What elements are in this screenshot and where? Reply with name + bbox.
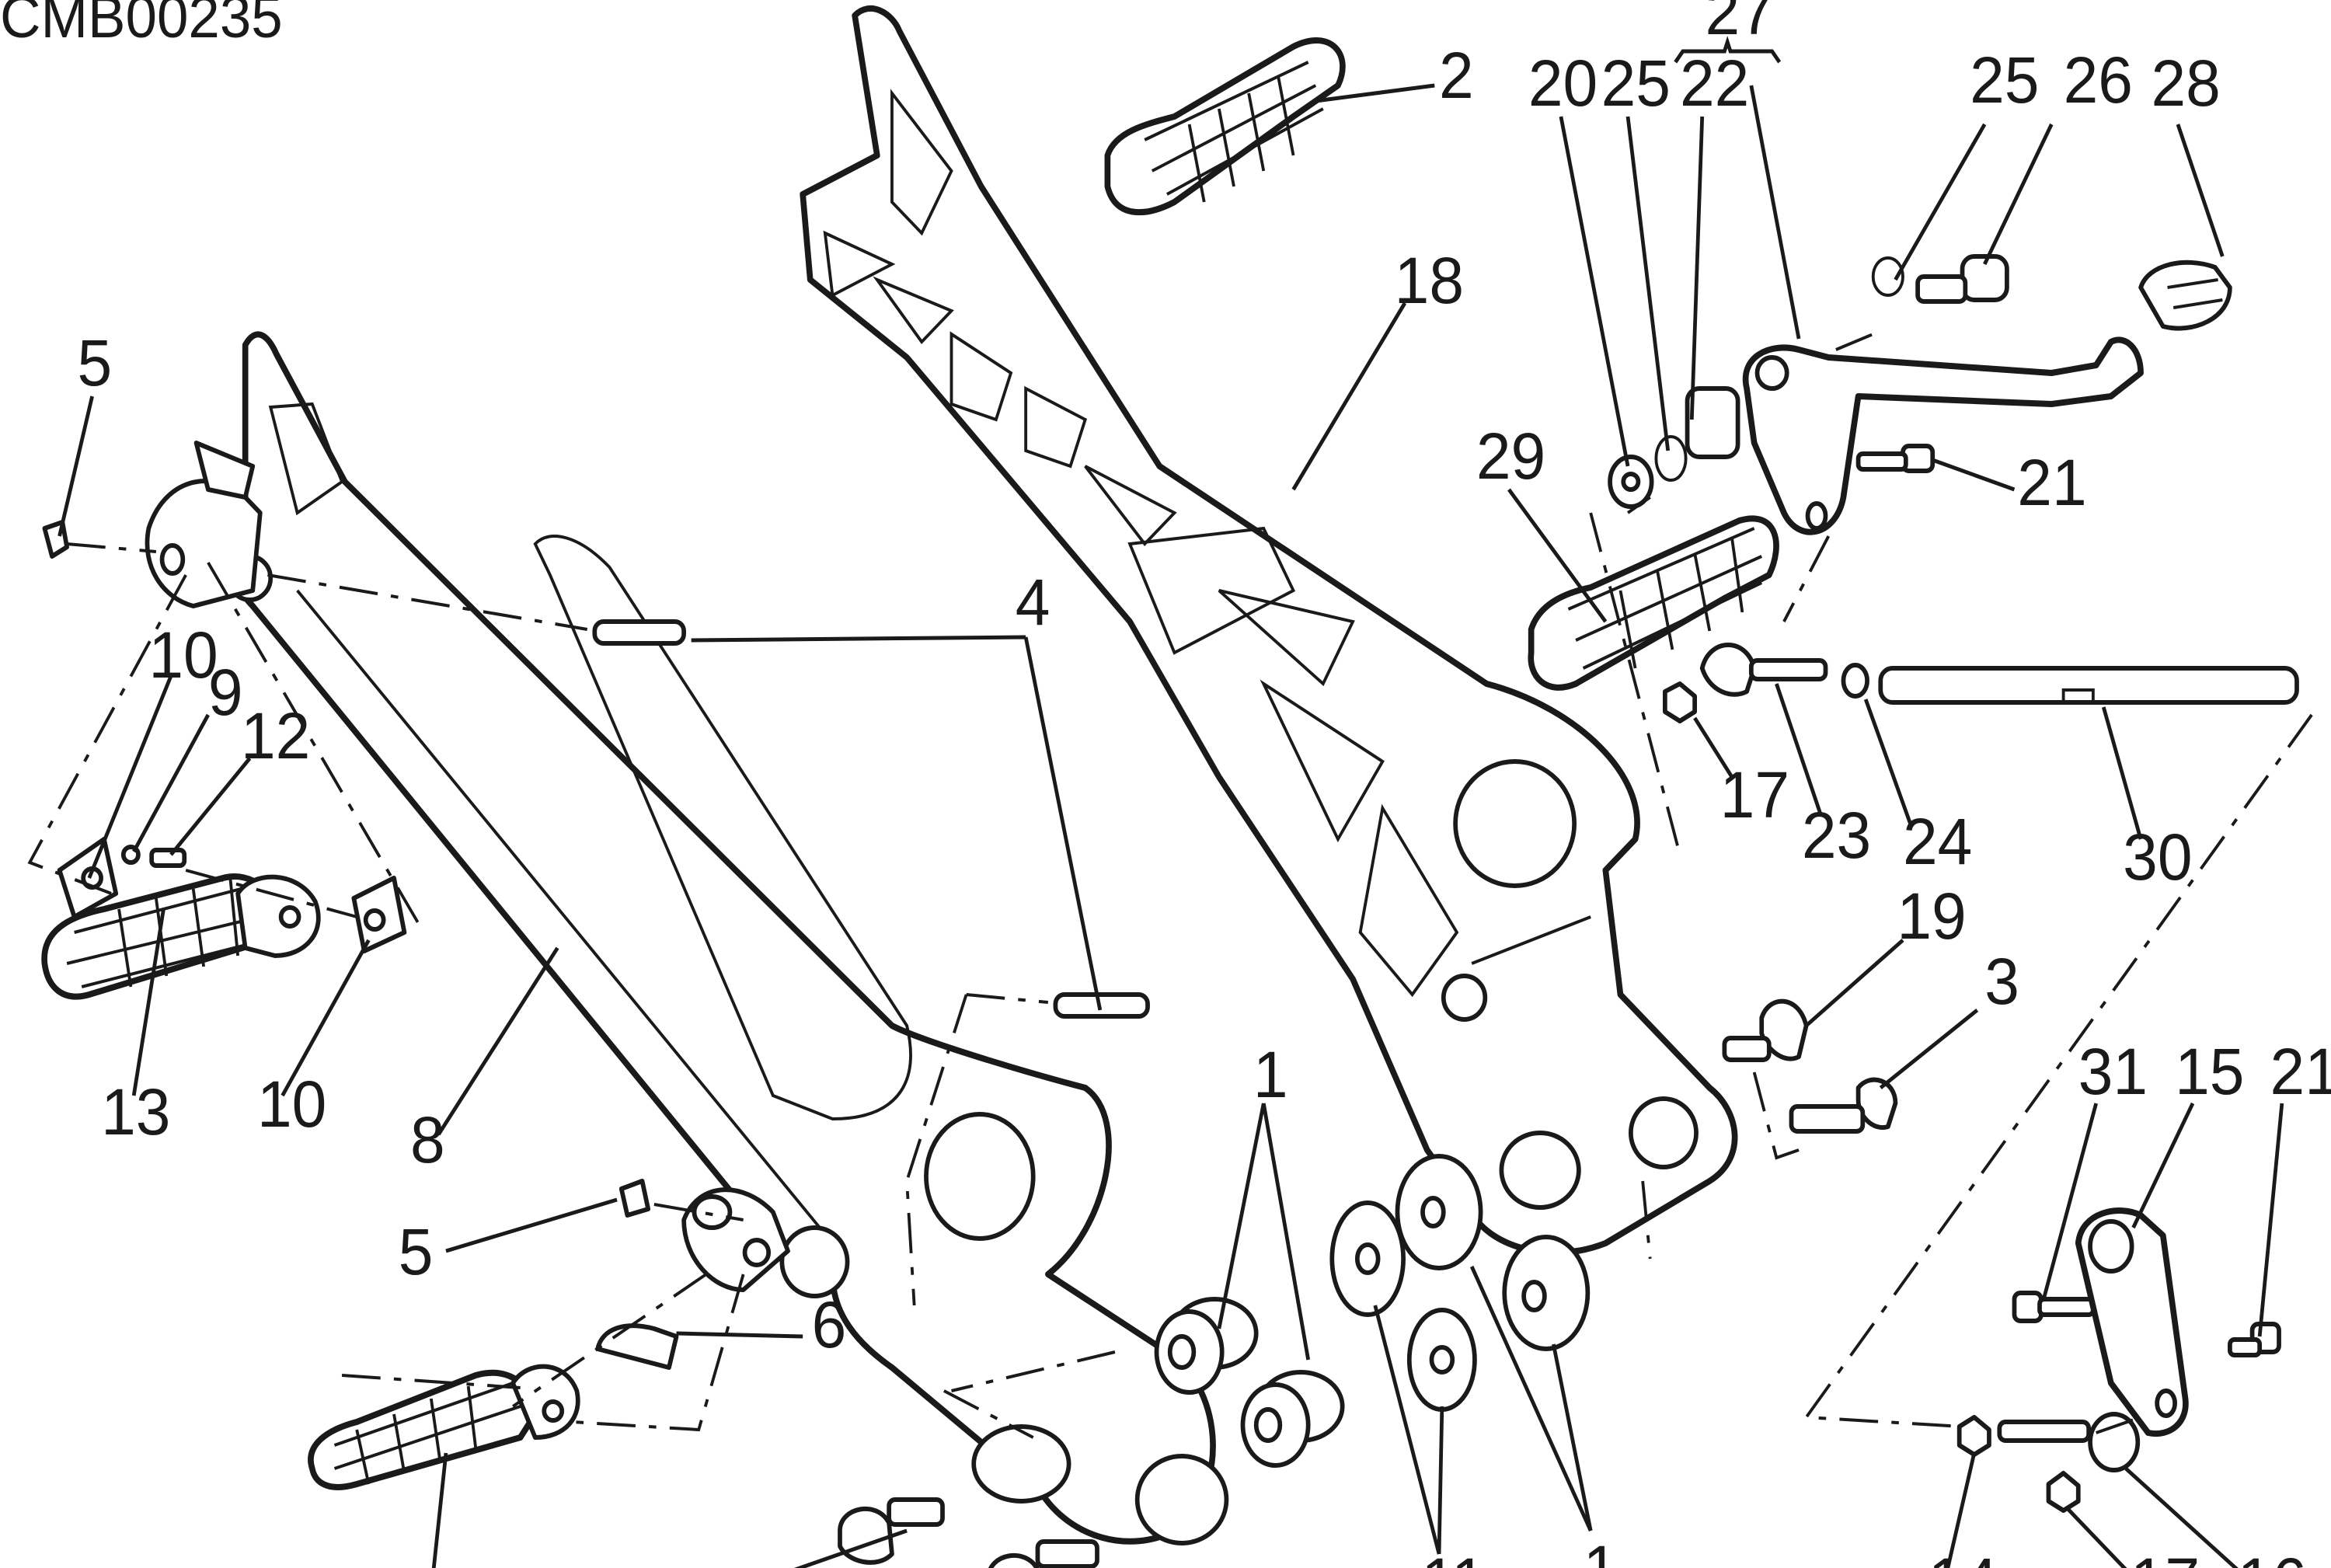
- footpeg-rider-left: [308, 1364, 580, 1490]
- callout-19-right: 19: [1897, 880, 1966, 953]
- callout-25-upper: 25: [1601, 47, 1671, 120]
- callout-2: 2: [1439, 40, 1474, 112]
- callout-21-lower: 21: [2270, 1036, 2331, 1108]
- callout-28: 28: [2151, 47, 2220, 120]
- callout-21-upper: 21: [2017, 447, 2086, 519]
- callout-16: 16: [2237, 1545, 2306, 1568]
- callout-25-right: 25: [1970, 44, 2039, 117]
- callout-9: 9: [208, 657, 243, 729]
- right-footpeg-bracket: [800, 5, 1738, 1256]
- linkage-rod-assembly: [1956, 1207, 2189, 1513]
- callout-18: 18: [1395, 245, 1464, 317]
- footpeg-rider-right: [1104, 37, 1346, 216]
- left-passenger-clevis: [145, 441, 263, 608]
- callout-3: 3: [1984, 946, 2019, 1018]
- callout-20: 20: [1528, 47, 1598, 120]
- callout-8: 8: [410, 1104, 445, 1176]
- callout-17-lower: 17: [2131, 1545, 2200, 1568]
- left-footpeg-bracket: [226, 331, 1229, 1545]
- callout-6: 6: [812, 1289, 847, 1361]
- callout-31: 31: [2078, 1036, 2148, 1108]
- callout-17-upper: 17: [1720, 759, 1789, 831]
- callout-1-lower: 1: [1584, 1533, 1618, 1568]
- callout-22: 22: [1680, 47, 1749, 120]
- callout-12: 12: [241, 700, 310, 772]
- callout-10-lower: 10: [257, 1068, 326, 1141]
- callout-numbers: 2 27 20 25 22 25 26 28 18 5 29 21 4 10 9…: [77, 0, 2331, 1568]
- callout-26: 26: [2064, 44, 2133, 117]
- callout-15: 15: [2175, 1036, 2244, 1108]
- callout-11: 11: [1421, 1545, 1486, 1568]
- callout-24: 24: [1903, 806, 1972, 878]
- shift-lever-assembly: [1608, 256, 2299, 723]
- bushings-set: [1154, 1154, 1591, 1468]
- callout-5-upper: 5: [77, 327, 112, 399]
- callout-27: 27: [1706, 0, 1775, 48]
- callout-23: 23: [1802, 800, 1871, 872]
- callout-4: 4: [1016, 566, 1051, 639]
- drawing-code: CMB00235: [0, 0, 283, 50]
- callout-30: 30: [2123, 821, 2192, 894]
- assembly-dashed-lines: [27, 333, 2313, 1439]
- callout-14: 14: [1929, 1545, 1998, 1568]
- callout-5-lower: 5: [399, 1216, 434, 1288]
- callout-29: 29: [1476, 420, 1545, 493]
- callout-1-upper: 1: [1253, 1039, 1288, 1111]
- callout-10-upper: 10: [148, 619, 218, 692]
- callout-13: 13: [101, 1076, 170, 1148]
- leader-lines: [57, 36, 2284, 1568]
- footpeg-rider-right-lower: [1528, 515, 1779, 691]
